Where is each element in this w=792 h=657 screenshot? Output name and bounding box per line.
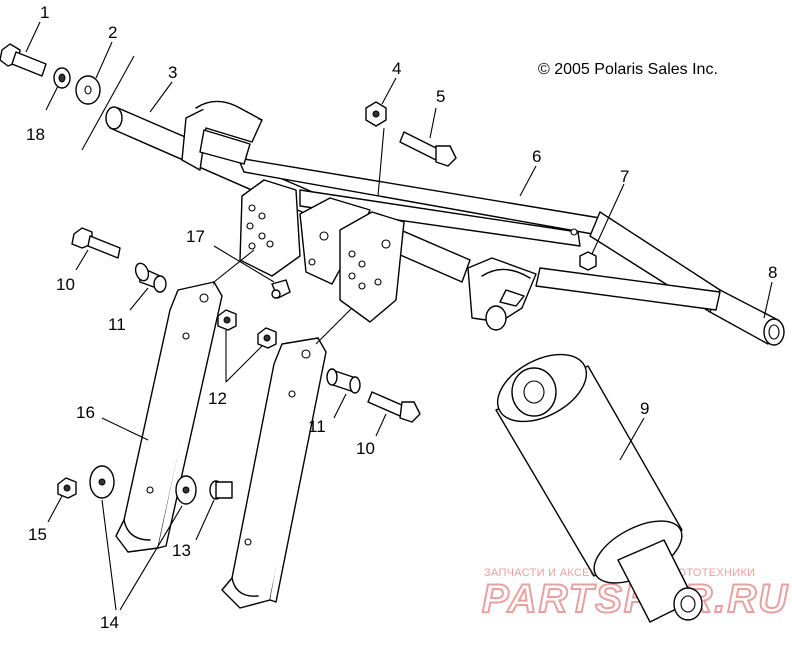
part-12-nut-right	[257, 327, 277, 349]
callout-10-left: 10	[56, 275, 75, 294]
part-10-bolt-right	[367, 391, 421, 423]
copyright-text: © 2005 Polaris Sales Inc.	[538, 61, 718, 78]
callout-5: 5	[436, 87, 445, 106]
part-15-nut	[57, 477, 77, 499]
callout-7: 7	[620, 167, 629, 186]
part-13-bolt	[209, 480, 233, 500]
part-2-washer	[75, 75, 101, 105]
callout-13: 13	[172, 541, 191, 560]
callout-1: 1	[40, 3, 49, 22]
part-5-bolt	[399, 131, 457, 167]
leader-lines	[25, 21, 773, 611]
callout-2: 2	[108, 23, 117, 42]
part-11-bushing-right	[326, 368, 361, 394]
callout-8: 8	[768, 263, 777, 282]
callout-18: 18	[26, 125, 45, 144]
callout-16: 16	[76, 403, 95, 422]
lower-pivot-bracket	[467, 257, 537, 331]
callout-17: 17	[186, 227, 205, 246]
part-4-nut	[365, 101, 387, 127]
callout-4: 4	[392, 59, 401, 78]
callout-11-right: 11	[308, 417, 326, 436]
part-8-shaft	[535, 211, 785, 346]
part-12-nut-left	[217, 309, 237, 331]
part-10-bolt-left	[71, 227, 121, 259]
callout-9: 9	[640, 399, 649, 418]
part-14-washer-left	[89, 465, 115, 499]
callout-15: 15	[28, 525, 47, 544]
part-7-nut	[579, 251, 597, 271]
callout-14: 14	[100, 613, 119, 632]
link-arm-right	[221, 337, 327, 609]
callout-numbers: 1 2 3 4 5 6 7 8 9 10 10 11 11 12 13 14 1…	[26, 3, 777, 632]
upper-pivot-bracket	[181, 100, 263, 171]
pivot-plate-left	[239, 179, 301, 277]
part-11-bushing-left	[134, 262, 167, 293]
part-17-grease-fitting	[271, 279, 291, 299]
part-9-shock-absorber	[495, 353, 703, 623]
part-1-bolt	[0, 43, 47, 77]
part-16-link-arm-left	[115, 281, 223, 553]
part-18-washer	[53, 67, 71, 89]
part-14-washer-right	[175, 475, 197, 505]
callout-6: 6	[532, 147, 541, 166]
callout-10-right: 10	[356, 439, 375, 458]
callout-3: 3	[168, 63, 177, 82]
callout-12: 12	[208, 389, 227, 408]
callout-11-left: 11	[108, 315, 126, 334]
pivot-plate-right	[339, 211, 405, 323]
